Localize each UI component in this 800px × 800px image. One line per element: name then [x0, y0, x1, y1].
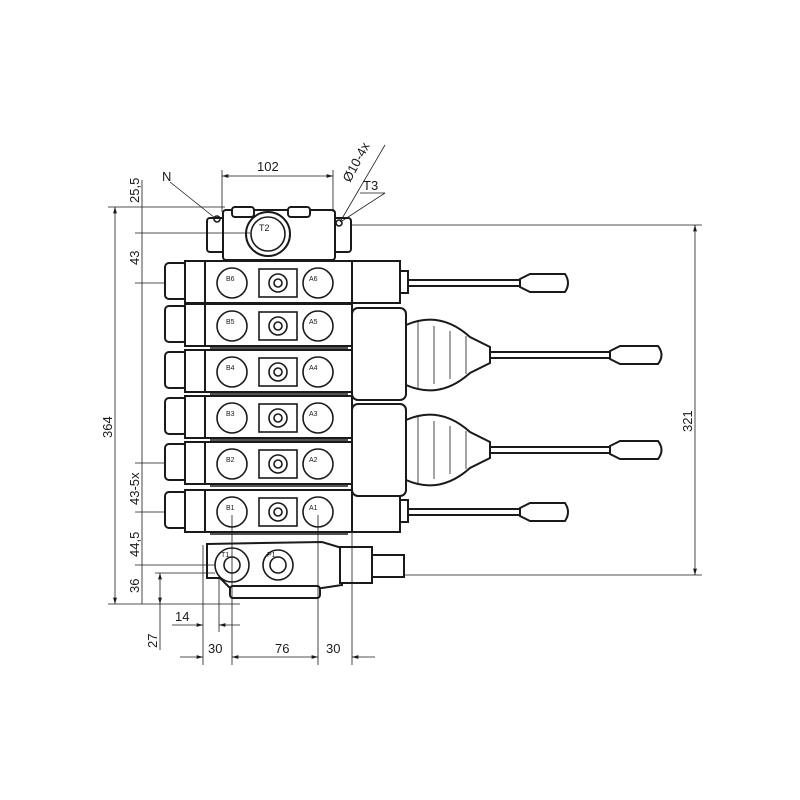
dim-outlet-pitch: 44,5	[127, 532, 142, 557]
port-b	[216, 356, 248, 388]
dim-center-width: 76	[275, 641, 289, 656]
joystick-bellows	[405, 413, 491, 487]
dim-top-offset: 25,5	[127, 178, 142, 203]
port-label-b: B5	[226, 319, 235, 326]
spool-end	[184, 260, 208, 304]
port-a	[302, 402, 334, 434]
label-t3: T3	[363, 178, 378, 193]
port-label-a: A4	[309, 365, 318, 372]
port-label-b: B1	[226, 505, 235, 512]
spool-end	[184, 349, 208, 393]
dim-outlet-height: 36	[127, 579, 142, 593]
spool-end	[184, 395, 208, 439]
port-label-a: A5	[309, 319, 318, 326]
dim-mount-height: 27	[145, 634, 160, 648]
valve-section: B3 A3	[164, 395, 353, 441]
spool-end	[184, 489, 208, 533]
dim-right-width: 30	[326, 641, 340, 656]
port-label-a: A1	[309, 505, 318, 512]
joystick[interactable]	[351, 307, 663, 401]
label-n: N	[162, 169, 171, 184]
lever-rod[interactable]	[407, 279, 521, 287]
port-label-a: A3	[309, 411, 318, 418]
spool-cap	[164, 443, 188, 481]
spool-cap	[164, 397, 188, 435]
port-a	[302, 267, 334, 299]
valve-section: B5 A5	[164, 303, 353, 349]
spool-end	[184, 441, 208, 485]
joystick-housing	[351, 307, 407, 401]
joystick-housing	[351, 403, 407, 497]
relief-plug	[258, 357, 298, 387]
joystick-handle[interactable]	[609, 440, 663, 460]
relief-plug	[258, 311, 298, 341]
port-label-p1: P1	[267, 552, 276, 559]
joystick-rod[interactable]	[489, 446, 611, 454]
port-label-b: B6	[226, 276, 235, 283]
port-label-t1: T1	[221, 552, 229, 559]
port-label-b: B2	[226, 457, 235, 464]
dim-mount-span: 321	[680, 410, 695, 432]
spool-cap	[164, 305, 188, 343]
dim-section-pitch: 43-5x	[127, 472, 142, 505]
relief-plug	[258, 403, 298, 433]
valve-section: B2 A2	[164, 441, 353, 487]
lever-housing	[351, 260, 401, 304]
relief-plug	[258, 268, 298, 298]
spool-cap	[164, 351, 188, 389]
joystick-bellows	[405, 318, 491, 392]
relief-plug	[258, 449, 298, 479]
port-label-b: B4	[226, 365, 235, 372]
dim-mount-offset: 14	[175, 609, 189, 624]
spool-cap	[164, 491, 188, 529]
dim-first-pitch: 43	[127, 251, 142, 265]
spool-cap	[164, 262, 188, 300]
port-label-a: A6	[309, 276, 318, 283]
port-label-b: B3	[226, 411, 235, 418]
lever-rod[interactable]	[407, 508, 521, 516]
valve-section: B6 A6	[164, 260, 569, 306]
lever-handle[interactable]	[519, 273, 569, 293]
outlet-block: T1 P1	[206, 540, 405, 599]
dim-total-height: 364	[100, 416, 115, 438]
inlet-block: T2	[206, 206, 352, 261]
valve-section: B4 A4	[164, 349, 353, 395]
joystick-handle[interactable]	[609, 345, 663, 365]
port-a	[302, 356, 334, 388]
port-a	[302, 448, 334, 480]
spool-end	[184, 303, 208, 347]
lever-handle[interactable]	[519, 502, 569, 522]
port-label-a: A2	[309, 457, 318, 464]
port-b	[216, 310, 248, 342]
relief-plug	[258, 497, 298, 527]
port-b	[216, 267, 248, 299]
port-b	[216, 402, 248, 434]
dimensions: 102 N T3 Ø10-4x 364 25,5 43 43-5x 44,5 3…	[100, 139, 702, 665]
joystick-rod[interactable]	[489, 351, 611, 359]
port-label-t2: T2	[259, 223, 270, 233]
port-a	[302, 310, 334, 342]
dim-top-width: 102	[257, 159, 279, 174]
dim-left-width: 30	[208, 641, 222, 656]
port-b	[216, 448, 248, 480]
joystick[interactable]	[351, 403, 663, 497]
